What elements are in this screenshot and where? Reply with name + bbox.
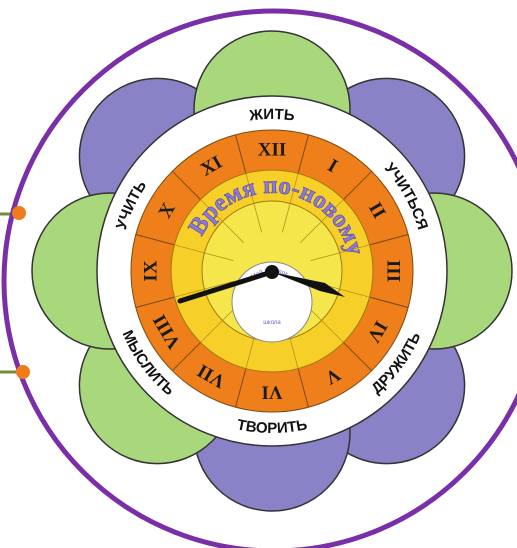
ring-word-0: ЖИТЬ (248, 106, 296, 125)
numeral-XII: XII (258, 140, 287, 161)
center-label-bottom: школа (263, 320, 281, 326)
connector-dot-top (12, 206, 26, 220)
numeral-IX: IX (141, 260, 162, 281)
numeral-VI: VI (261, 382, 282, 403)
numeral-III: III (383, 260, 404, 282)
hand-pivot (265, 265, 279, 279)
connector-dot-bottom (16, 365, 30, 379)
